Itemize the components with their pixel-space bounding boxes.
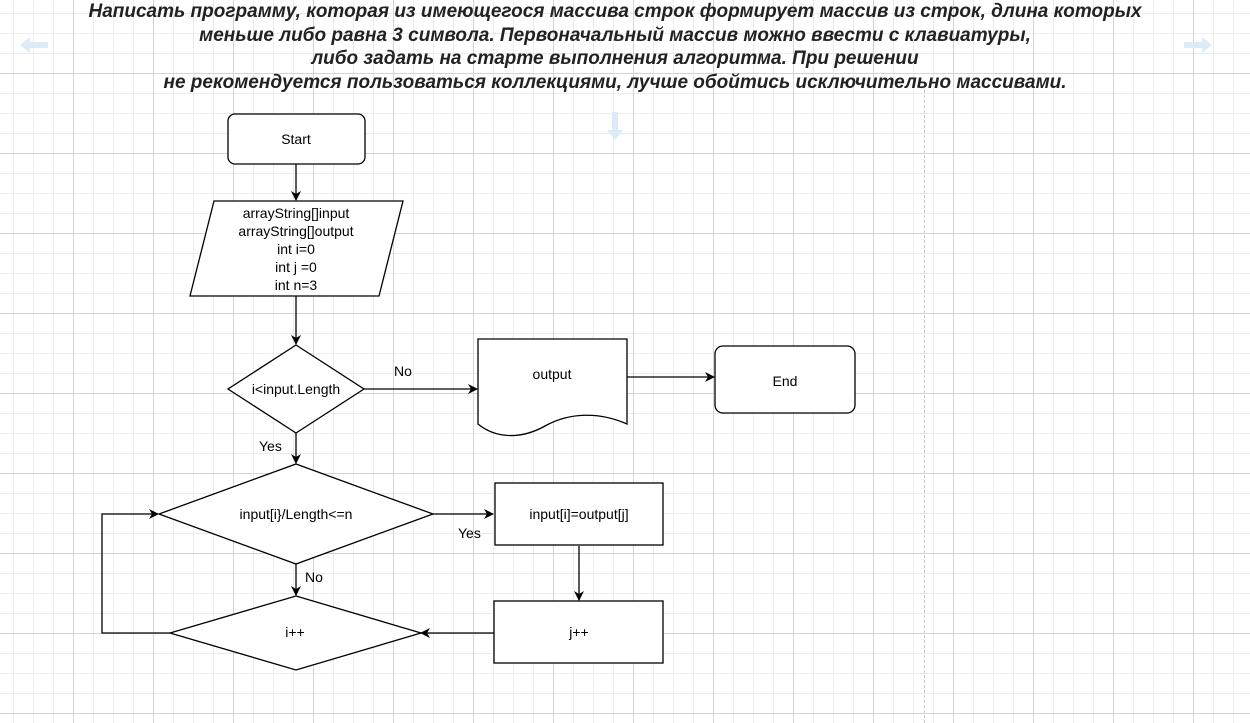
init-line-1: arrayString[]input [243, 205, 350, 221]
task-line-1: Написать программу, которая из имеющегос… [88, 1, 1142, 22]
output-document-node[interactable]: output [477, 338, 628, 437]
end-node[interactable]: End [714, 345, 856, 414]
task-description: Написать программу, которая из имеющегос… [0, 0, 1230, 94]
start-label: Start [281, 131, 311, 147]
assign-process-node[interactable]: input[i]=output[j] [494, 482, 664, 546]
init-line-2: arrayString[]output [238, 223, 353, 239]
page-boundary [924, 90, 925, 723]
connectors [101, 164, 715, 638]
loop-decision-node[interactable]: i<input.Length [226, 344, 366, 434]
arrow-down-icon[interactable] [607, 112, 623, 140]
edge-label-yes: Yes [259, 438, 282, 454]
arrow-right-icon[interactable] [1184, 37, 1212, 53]
increment-i-node[interactable]: i++ [167, 595, 424, 671]
length-decision-node[interactable]: input[i}/Length<=n [157, 463, 435, 565]
edge-label-no: No [394, 363, 412, 379]
init-line-5: int n=3 [275, 277, 318, 293]
init-line-4: int j =0 [275, 259, 317, 275]
edge-label-yes: Yes [458, 525, 481, 541]
length-condition-label: input[i}/Length<=n [240, 506, 353, 522]
increment-j-node[interactable]: j++ [493, 600, 664, 664]
edge-label-no: No [305, 569, 323, 585]
init-line-3: int i=0 [277, 241, 315, 257]
output-label: output [533, 366, 572, 382]
start-node[interactable]: Start [227, 113, 366, 165]
task-line-2: меньше либо равна 3 символа. Первоначаль… [199, 24, 1031, 46]
task-line-3: либо задать на старте выполнения алгорит… [311, 48, 919, 69]
increment-j-label: j++ [568, 624, 588, 640]
assign-label: input[i]=output[j] [529, 506, 628, 522]
arrow-left-icon[interactable] [20, 37, 48, 53]
loop-condition-label: i<input.Length [252, 381, 340, 397]
task-line-4: не рекомендуется пользоваться коллекциям… [163, 71, 1067, 93]
edge-inci-check [101, 509, 170, 634]
init-node[interactable]: arrayString[]input arrayString[]output i… [189, 200, 404, 297]
increment-i-label: i++ [285, 624, 304, 640]
end-label: End [773, 373, 798, 389]
